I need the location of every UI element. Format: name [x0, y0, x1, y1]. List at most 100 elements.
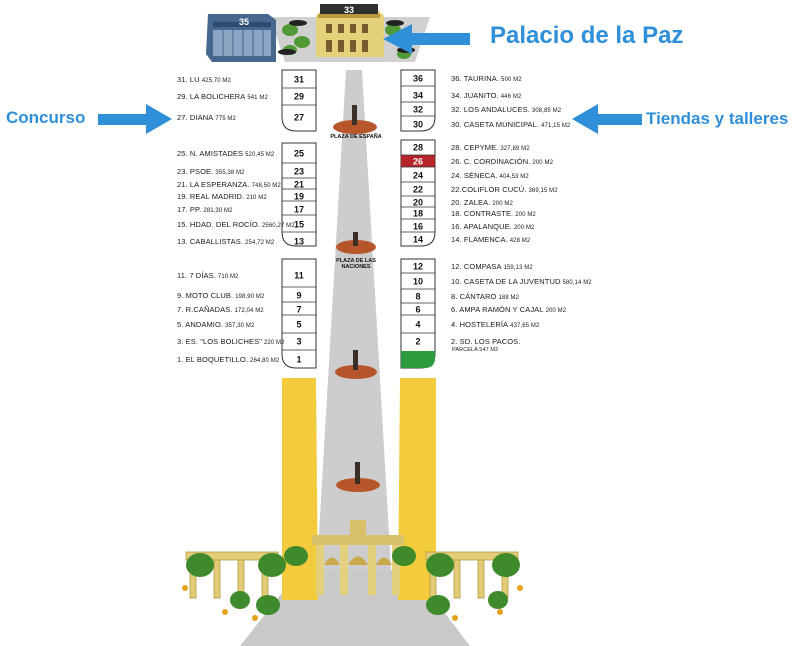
- left-lot-label-11: 11. 7 DÍAS.710 M2: [177, 271, 239, 282]
- central-avenue: [316, 70, 392, 600]
- lot-area: 500 M2: [501, 76, 522, 83]
- left-lot-number-27: 27: [294, 113, 304, 123]
- lot-name: 24. SÉNECA.: [451, 170, 498, 180]
- lot-name: 6. AMPA RAMÓN Y CAJAL: [451, 304, 544, 314]
- left-lot-outlines: [281, 69, 317, 369]
- lot-dividers: [282, 85, 435, 351]
- building-33-number: 33: [344, 5, 354, 15]
- lot-area: 437,65 M2: [510, 322, 540, 329]
- lot-area: 200 M2: [492, 200, 513, 207]
- lot-area: 200 M2: [515, 211, 536, 218]
- right-lot-label-28: 28. CEPYME.327,89 M2: [451, 143, 530, 154]
- right-lot-label-26: 26. C. CORDINACIÓN.200 M2: [451, 157, 553, 168]
- lot-name: 1. EL BOQUETILLO.: [177, 354, 249, 364]
- right-lot-number-28: 28: [413, 143, 423, 153]
- parcela-label: PARCELA 547 M2: [452, 347, 499, 353]
- lot-area: 580,14 M2: [562, 279, 592, 286]
- lot-name: 31. LU: [177, 74, 200, 84]
- lot-green-corner: [401, 351, 435, 368]
- fountains: [333, 105, 380, 492]
- lot-name: 29. LA BOLICHERA: [177, 91, 246, 101]
- lot-26-highlight: [401, 155, 435, 167]
- lot-name: 17. PP.: [177, 204, 202, 214]
- lot-area: 428 M2: [509, 237, 531, 244]
- lot-area: 264,80 M2: [250, 357, 280, 364]
- lot-area: 172,04 M2: [234, 307, 264, 314]
- lot-name: 3. ES. "LOS BOLICHES": [177, 336, 262, 346]
- right-lot-number-18: 18: [413, 209, 423, 219]
- lot-name: 23. PSOE.: [177, 166, 214, 176]
- lot-name: 14. FLAMENCA.: [451, 234, 508, 244]
- right-lot-label-20: 20. ZALEA.200 M2: [451, 198, 513, 209]
- right-lot-label-36: 36. TAURINA.500 M2: [451, 74, 522, 85]
- lot-name: 36. TAURINA.: [451, 73, 500, 83]
- left-lot-number-1: 1: [296, 355, 301, 365]
- plaza-naciones-label-2: NACIONES: [341, 264, 370, 270]
- right-lot-label-32: 32. LOS ANDALUCES.308,85 M2: [451, 105, 561, 116]
- lot-name: 28. CEPYME.: [451, 142, 499, 152]
- left-lot-label-1: 1. EL BOQUETILLO.264,80 M2: [177, 355, 279, 366]
- lot-area: 254,72 M2: [245, 239, 275, 246]
- lot-area: 357,30 M2: [225, 322, 255, 329]
- left-lot-label-9: 9. MOTO CLUB.198,90 M2: [177, 291, 264, 302]
- left-lot-label-13: 13. CABALLISTAS.254,72 M2: [177, 237, 274, 248]
- right-lot-number-16: 16: [413, 222, 423, 232]
- lot-name: 10. CASETA DE LA JUVENTUD: [451, 276, 561, 286]
- lot-area: 281,30 M2: [203, 207, 233, 214]
- right-lot-number-30: 30: [413, 120, 423, 130]
- left-lot-label-19: 19. REAL MADRID.210 M2: [177, 192, 267, 203]
- lot-area: 541 M2: [247, 94, 268, 101]
- left-lot-label-5: 5. ANDAMIO.357,30 M2: [177, 320, 254, 331]
- lot-name: 12. COMPASA: [451, 261, 502, 271]
- left-lot-label-17: 17. PP.281,30 M2: [177, 205, 233, 216]
- lot-area: 200 M2: [532, 159, 554, 166]
- lot-area: 446 M2: [500, 93, 522, 100]
- right-lot-number-22: 22: [413, 185, 423, 195]
- right-lot-number-10: 10: [413, 277, 423, 287]
- lot-area: 188 M2: [498, 294, 520, 301]
- lot-name: 16. APALANQUE.: [451, 221, 512, 231]
- plaza-espana-label: PLAZA DE ESPAÑA: [330, 133, 381, 140]
- lot-name: 20. ZALEA.: [451, 197, 491, 207]
- lot-name: 21. LA ESPERANZA.: [177, 179, 250, 189]
- left-lot-label-15: 15. HDAD. DEL ROCÍO.2560,27 M2: [177, 220, 295, 231]
- lot-name: 19. REAL MADRID.: [177, 191, 245, 201]
- lot-name: 25. N. AMISTADES: [177, 148, 244, 158]
- lot-name: 11. 7 DÍAS.: [177, 270, 216, 280]
- entrance-portal: [312, 520, 404, 595]
- right-lot-label-34: 34. JUANITO.446 M2: [451, 91, 521, 102]
- right-lot-number-20: 20: [413, 198, 423, 208]
- right-lot-label-14: 14. FLAMENCA.428 M2: [451, 235, 530, 246]
- lot-area: 220 M2: [263, 339, 285, 346]
- right-lot-label-2: 2. SD. LOS PACOS.: [451, 337, 521, 346]
- lot-name: 18. CONTRASTE.: [451, 208, 514, 218]
- lot-name: 8. CÁNTARO: [451, 291, 497, 301]
- left-lot-label-3: 3. ES. "LOS BOLICHES"220 M2: [177, 337, 285, 348]
- right-lot-number-4: 4: [415, 320, 420, 330]
- side-arches: [185, 551, 519, 599]
- lot-name: 15. HDAD. DEL ROCÍO.: [177, 219, 260, 229]
- right-lot-number-36: 36: [413, 74, 423, 84]
- left-lot-label-7: 7. R.CAÑADAS.172,04 M2: [177, 305, 264, 316]
- lot-area: 471,15 M2: [541, 122, 571, 129]
- right-lot-number-8: 8: [415, 292, 420, 302]
- tiendas-arrow: [572, 104, 642, 134]
- lot-area: 159,13 M2: [503, 264, 533, 271]
- lot-name: 30. CASETA MUNICIPAL.: [451, 119, 540, 129]
- lot-name: 5. ANDAMIO.: [177, 319, 224, 329]
- right-lot-number-14: 14: [413, 235, 423, 245]
- lot-name: 34. JUANITO.: [451, 90, 499, 100]
- left-lot-number-3: 3: [296, 337, 301, 347]
- lot-name: 4. HOSTELERÍA: [451, 319, 509, 329]
- left-lot-label-23: 23. PSOE.355,38 M2: [177, 167, 245, 178]
- lot-area: 308,85 M2: [531, 107, 562, 114]
- building-35: 35: [206, 14, 276, 62]
- lot-name: 27. DIANA: [177, 112, 214, 122]
- left-lot-number-19: 19: [294, 192, 304, 202]
